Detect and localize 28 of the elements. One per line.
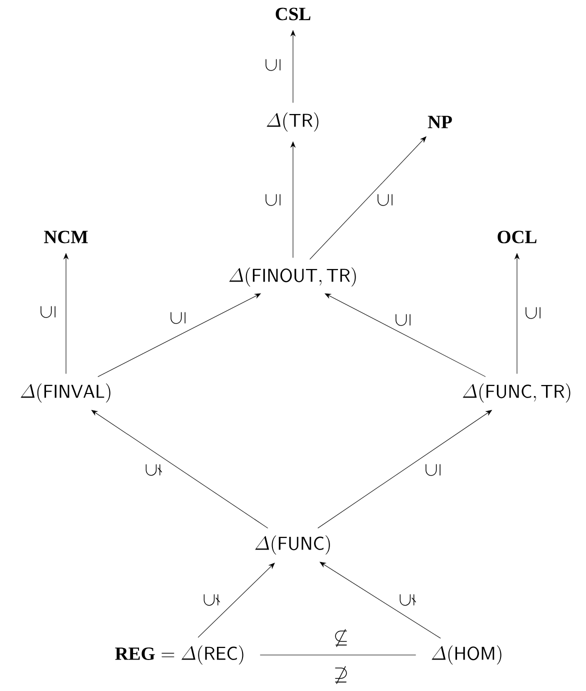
edge-label: $\subsetneq$ xyxy=(398,591,416,609)
edge-label: $\subseteq$ xyxy=(524,304,542,322)
edge-label: $\subseteq$ xyxy=(264,191,282,209)
set-label: $\mathbf{OCL}$ xyxy=(498,230,536,244)
edge-label: $\subseteq$ xyxy=(376,191,394,209)
edge-label: $\subseteq$ xyxy=(394,311,412,329)
edge-label: $\subsetneq$ xyxy=(144,461,162,479)
set-label: $\varDelta(\mathsf{FUNC},\mathsf{TR})$ xyxy=(462,383,570,403)
edge-label: $\subsetneq$ xyxy=(202,591,220,609)
arrow xyxy=(198,562,275,638)
set-label: $\mathbf{REG} = \varDelta(\mathsf{REC})$ xyxy=(115,645,244,665)
set-label: $\varDelta(\mathsf{HOM})$ xyxy=(432,645,502,665)
edge-label: $\not\subseteq$ xyxy=(332,628,350,648)
edge-label: $\subseteq$ xyxy=(264,56,282,74)
set-label: $\varDelta(\mathsf{FUNC})$ xyxy=(255,535,330,555)
set-label: $\varDelta(\mathsf{TR})$ xyxy=(266,112,318,132)
edge-label: $\subseteq$ xyxy=(424,461,442,479)
arrow xyxy=(324,293,486,377)
edge-label: $\subseteq$ xyxy=(39,303,57,321)
set-label: $\varDelta(\mathsf{FINOUT},\mathsf{TR})$ xyxy=(229,267,356,287)
set-label: $\mathbf{CSL}$ xyxy=(276,8,310,20)
line xyxy=(260,654,416,656)
relation-symbol: $\not\supseteq$ xyxy=(332,665,350,685)
edge-label: $\subseteq$ xyxy=(169,309,187,327)
set-label: $\mathbf{NCM}$ xyxy=(44,230,88,244)
set-label: $\varDelta(\mathsf{FINVAL})$ xyxy=(20,383,110,403)
set-label: $\mathbf{NP}$ xyxy=(428,116,452,128)
arrow xyxy=(91,410,268,528)
